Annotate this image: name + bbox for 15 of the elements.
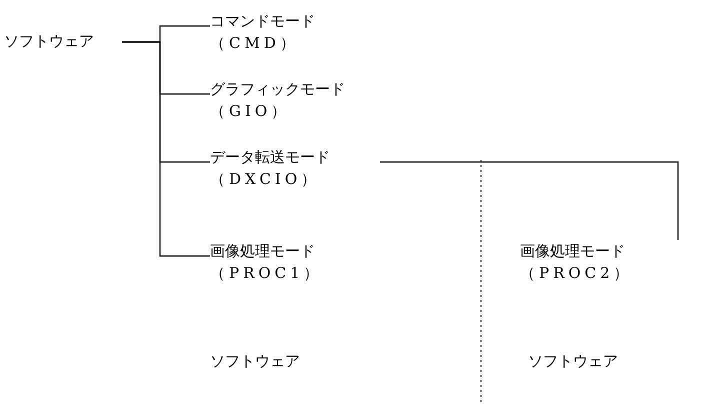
- mode-name: ソフトウェア: [4, 31, 94, 52]
- platform-label: ソフトウェア: [210, 351, 300, 372]
- mode-name: データ転送モード: [210, 147, 330, 168]
- mode-name: 画像処理モード: [210, 241, 315, 262]
- mode-code: （GIO）: [210, 101, 290, 122]
- connector-line: [122, 41, 210, 257]
- platform-label: ソフトウェア: [528, 351, 618, 372]
- mode-name: 画像処理モード: [520, 241, 625, 262]
- mode-name: コマンドモード: [210, 11, 315, 32]
- mode-code: （PROC1）: [210, 263, 323, 284]
- mode-code: （CMD）: [210, 33, 299, 54]
- mode-name: グラフィックモード: [210, 79, 345, 100]
- mode-code: （PROC2）: [520, 263, 633, 284]
- mode-code: （DXCIO）: [210, 169, 320, 190]
- connector-line: [380, 161, 679, 240]
